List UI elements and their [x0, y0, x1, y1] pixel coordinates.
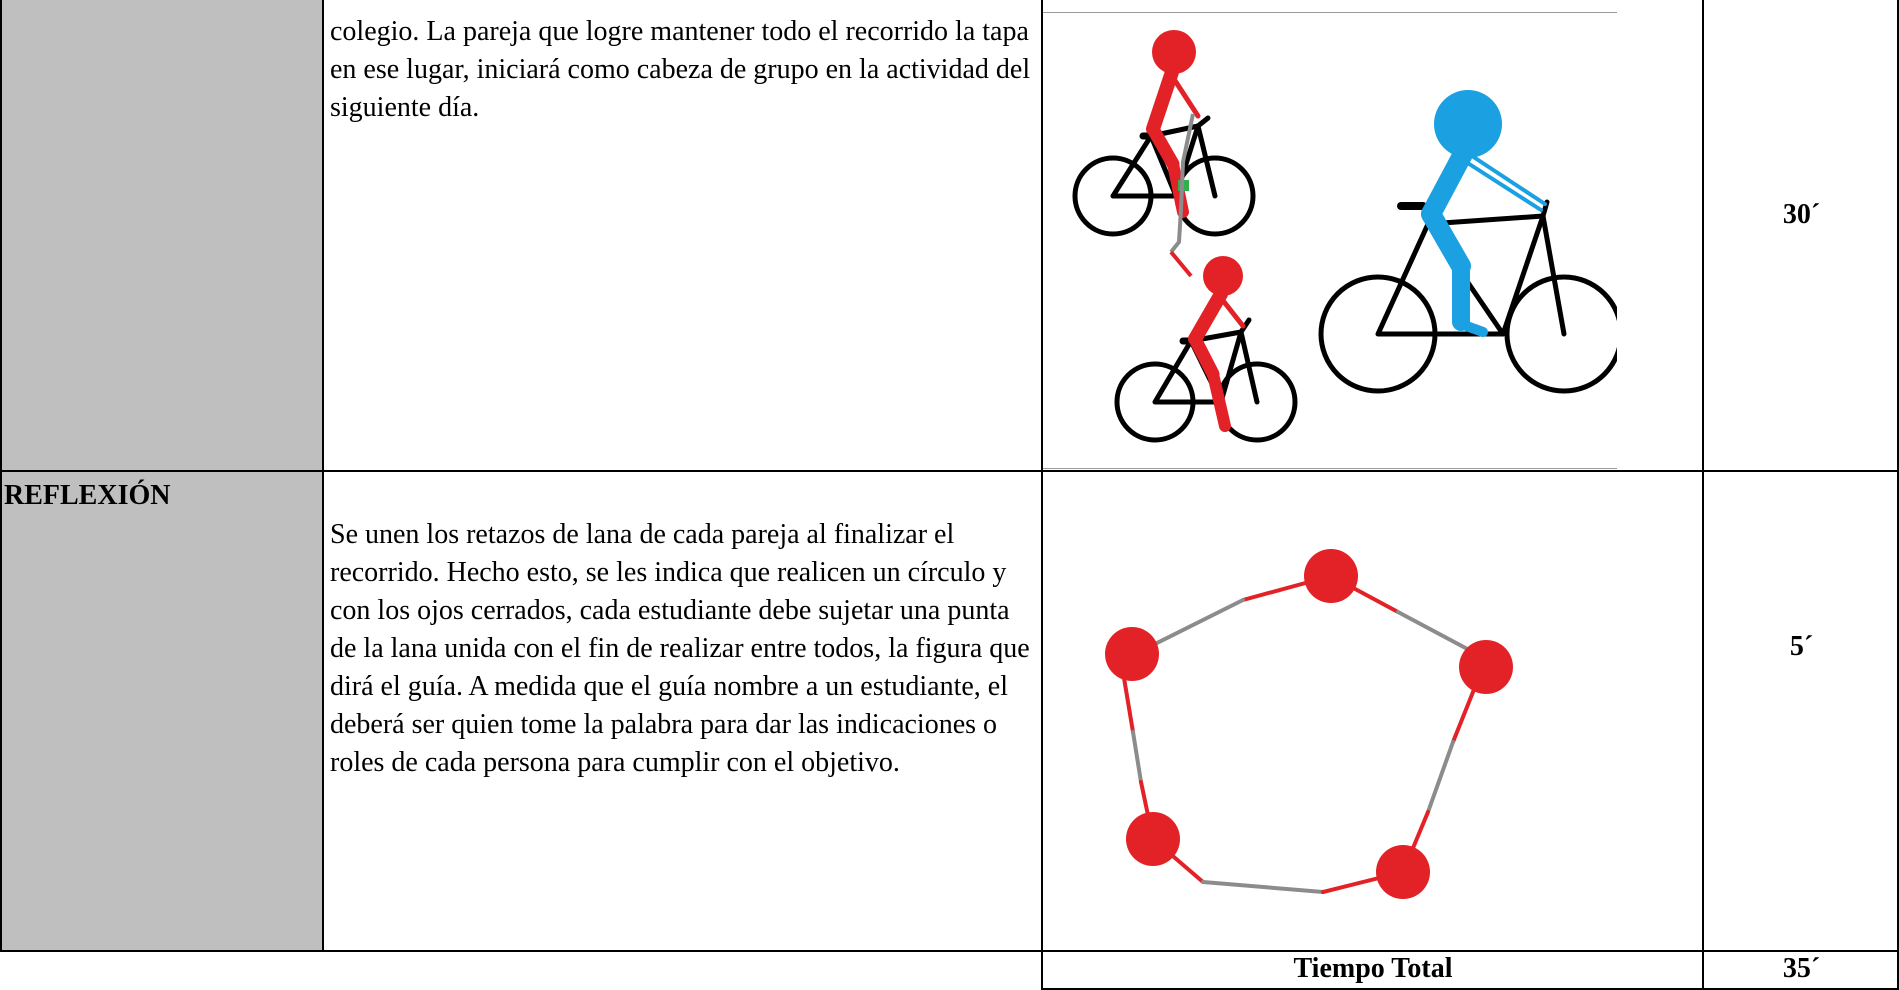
row1-description: colegio. La pareja que logre mantener to… [330, 16, 1031, 123]
cyclist-blue [1318, 90, 1617, 394]
yarn-node [1126, 812, 1180, 866]
yarn-circle-illustration [1105, 549, 1513, 899]
cyclists-illustration [1072, 30, 1617, 443]
cyclist-red-lower [1114, 256, 1298, 443]
yarn-node [1304, 549, 1358, 603]
yarn-node [1105, 627, 1159, 681]
total-time-label: Tiempo Total [1293, 953, 1453, 984]
row2-label: REFLEXIÓN [4, 480, 171, 511]
yarn-node [1376, 845, 1430, 899]
cyclist-red-upper [1072, 30, 1256, 237]
yarn-between-riders [1169, 113, 1195, 254]
label-column-background [0, 0, 322, 952]
yarn-node [1459, 640, 1513, 694]
total-time-value: 35´ [1782, 953, 1821, 984]
row2-description: Se unen los retazos de lana de cada pare… [330, 519, 1030, 778]
row1-time: 30´ [1782, 199, 1821, 230]
row2-time: 5´ [1789, 631, 1814, 662]
